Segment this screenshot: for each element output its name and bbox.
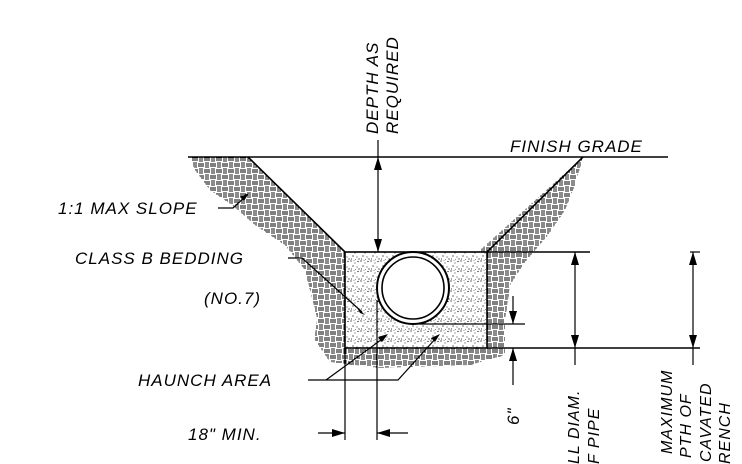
six-inch-label: 6" [504,408,523,426]
max-slope-label: 1:1 MAX SLOPE [58,199,198,218]
pipe-diam-label-line1: LL DIAM. [566,390,583,464]
finish-grade-label: FINISH GRADE [510,137,643,156]
soil-right [478,157,583,345]
bedding-label-line1: CLASS B BEDDING [75,249,244,268]
min-width-dimension [318,300,408,440]
pipe [376,251,450,325]
trench-label-line3: CAVATED [698,382,715,462]
min-width-label: 18" MIN. [188,425,262,444]
trench-outline [247,156,700,349]
pipe-diam-label-line2: F PIPE [586,408,603,464]
trench-depth-dimension [689,251,700,365]
trench-label-line2: PTH OF [678,393,695,458]
trench-label-line1: MAXIMUM [659,370,676,454]
depth-label-line2: REQUIRED [383,36,402,134]
leaders [218,193,440,381]
trench-label-line4: RENCH [717,402,734,464]
bedding-label-line2: (NO.7) [204,289,261,308]
depth-label-line1: DEPTH AS [363,42,382,134]
pipe-diameter-dimension [571,252,579,365]
depth-dimension [374,140,382,252]
haunch-label: HAUNCH AREA [138,371,272,390]
six-inch-dimension [413,296,525,385]
